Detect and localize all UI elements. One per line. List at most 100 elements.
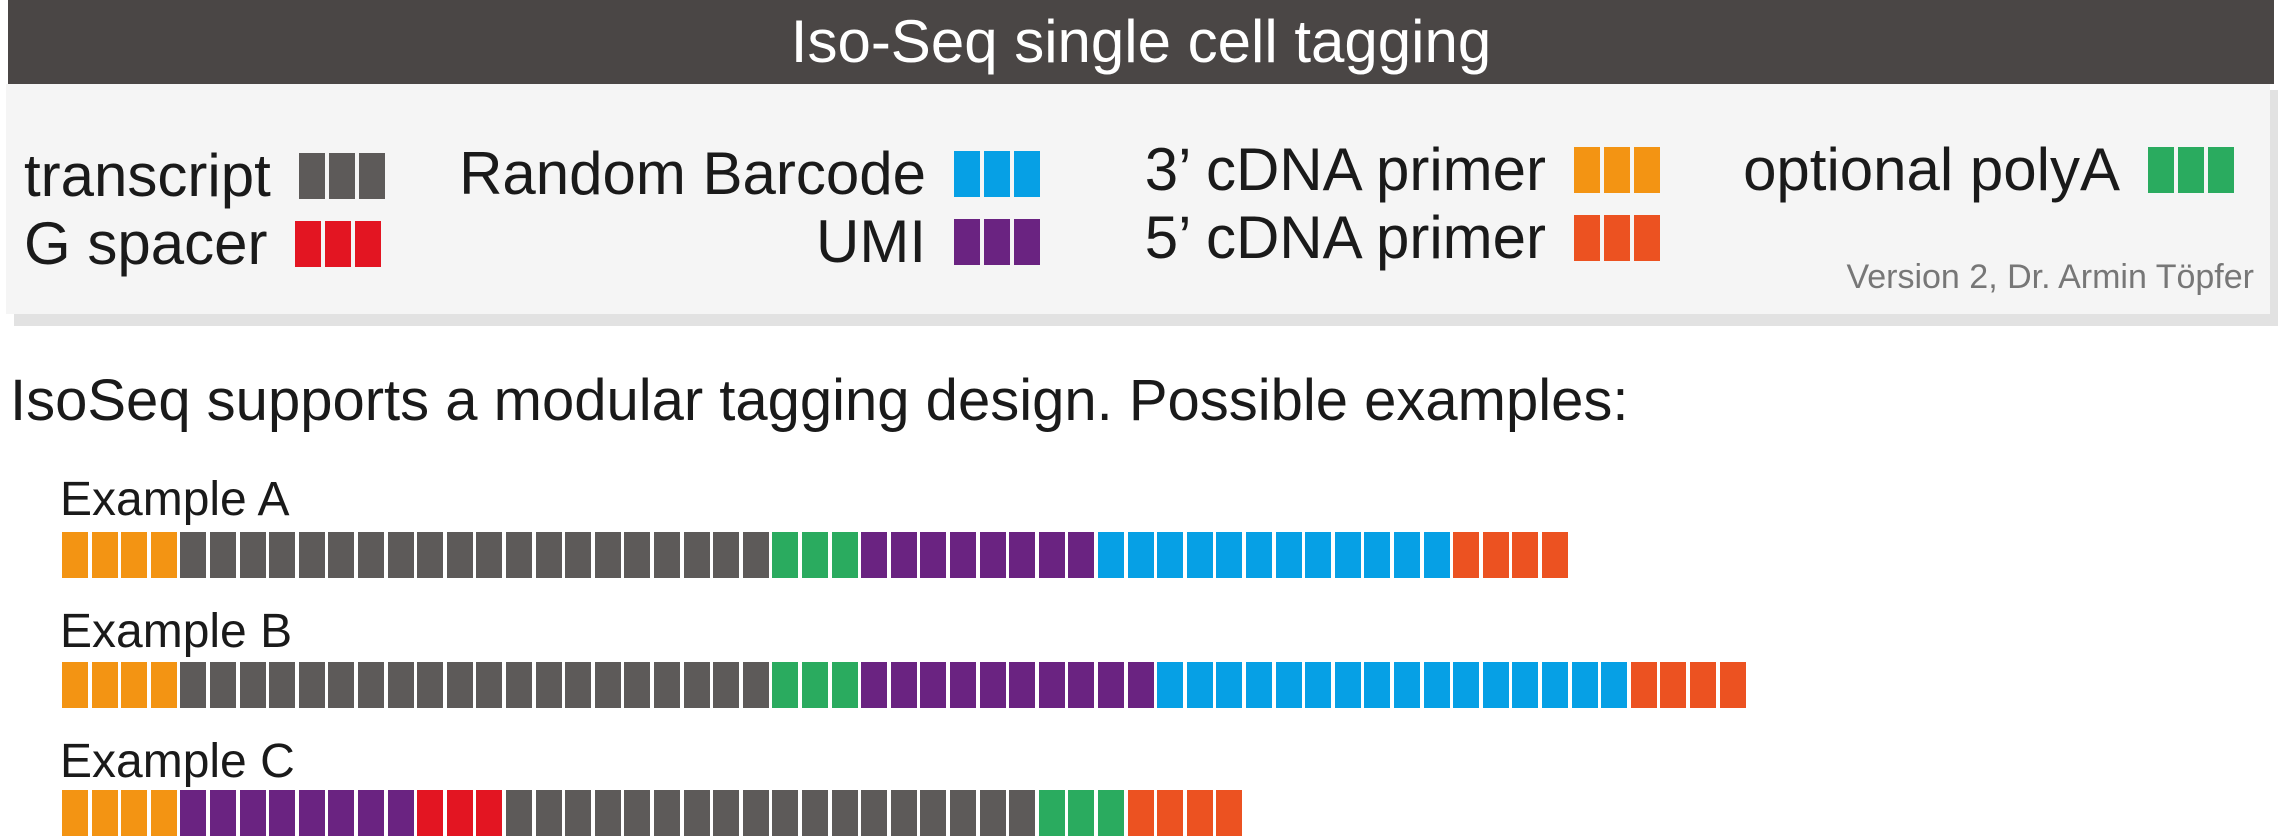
- legend-swatch-cell: [1014, 219, 1040, 265]
- segment-block-transcript: [417, 662, 444, 708]
- segment-block-transcript: [861, 790, 888, 836]
- segment-block-cdna3: [150, 662, 177, 708]
- segment-block-g-spacer: [417, 790, 444, 836]
- legend-swatch-3-cdna-primer: [1574, 147, 1660, 193]
- segment-block-transcript: [210, 662, 236, 708]
- segment-block-cdna3: [91, 662, 118, 708]
- segment-block-umi: [1068, 662, 1095, 708]
- example-a-label: Example A: [60, 473, 290, 526]
- segment-block-random-barcode: [1157, 662, 1184, 708]
- segment-block-random-barcode: [1216, 532, 1243, 578]
- segment-block-umi: [1009, 662, 1036, 708]
- segment-block-transcript: [506, 662, 532, 708]
- segment-block-transcript: [742, 532, 769, 578]
- segment-block-transcript: [713, 532, 740, 578]
- segment-block-transcript: [358, 662, 384, 708]
- segment-block-transcript: [269, 532, 296, 578]
- segment-block-transcript: [506, 790, 532, 836]
- segment-block-cdna5: [1453, 532, 1480, 578]
- segment-block-random-barcode: [1512, 662, 1539, 708]
- segment-block-umi: [979, 532, 1006, 578]
- version-note: Version 2, Dr. Armin Töpfer: [1846, 258, 2254, 296]
- legend-swatch-cell: [355, 221, 382, 267]
- segment-block-transcript: [683, 662, 710, 708]
- segment-block-polyA: [772, 532, 799, 578]
- segment-block-transcript: [594, 662, 621, 708]
- segment-block-cdna3: [62, 532, 88, 578]
- segment-block-random-barcode: [1394, 662, 1420, 708]
- segment-block-random-barcode: [1186, 662, 1213, 708]
- segment-block-random-barcode: [1394, 532, 1420, 578]
- legend-swatch-cell: [298, 153, 325, 199]
- segment-block-random-barcode: [1453, 662, 1480, 708]
- segment-block-polyA: [802, 662, 828, 708]
- segment-block-umi: [387, 790, 414, 836]
- segment-block-cdna5: [1482, 532, 1509, 578]
- legend-swatch-optional-polya: [2148, 147, 2234, 193]
- segment-block-transcript: [979, 790, 1006, 836]
- segment-block-transcript: [624, 662, 651, 708]
- segment-block-transcript: [713, 790, 740, 836]
- segment-block-transcript: [476, 662, 503, 708]
- legend-swatch-random-barcode: [954, 151, 1040, 197]
- segment-block-transcript: [654, 532, 680, 578]
- segment-block-random-barcode: [1334, 532, 1361, 578]
- legend-swatch-cell: [2178, 147, 2204, 193]
- segment-block-random-barcode: [1482, 662, 1509, 708]
- legend-swatch-g-spacer: [295, 221, 382, 267]
- segment-block-cdna3: [91, 790, 118, 836]
- segment-block-random-barcode: [1601, 662, 1628, 708]
- segment-block-random-barcode: [1364, 532, 1391, 578]
- segment-block-umi: [890, 532, 917, 578]
- segment-block-transcript: [239, 532, 266, 578]
- segment-block-polyA: [772, 662, 799, 708]
- segment-block-random-barcode: [1246, 532, 1272, 578]
- segment-block-transcript: [298, 662, 325, 708]
- segment-block-random-barcode: [1216, 662, 1243, 708]
- segment-block-umi: [861, 532, 888, 578]
- segment-block-transcript: [180, 532, 207, 578]
- legend-item-transcript: transcript: [24, 146, 385, 206]
- segment-block-transcript: [476, 532, 503, 578]
- segment-block-umi: [920, 532, 947, 578]
- segment-block-transcript: [742, 662, 769, 708]
- segment-block-cdna5: [1690, 662, 1716, 708]
- legend-label: Random Barcode: [459, 140, 926, 207]
- legend-label: transcript: [24, 142, 271, 209]
- segment-block-cdna5: [1660, 662, 1687, 708]
- segment-block-cdna3: [62, 662, 88, 708]
- legend-swatch-cell: [295, 221, 322, 267]
- legend-swatch-cell: [1604, 215, 1630, 261]
- segment-block-cdna3: [62, 790, 88, 836]
- segment-block-umi: [1127, 662, 1154, 708]
- segment-block-polyA: [831, 662, 858, 708]
- segment-block-transcript: [831, 790, 858, 836]
- example-b-track: [62, 662, 1749, 708]
- segment-block-umi: [861, 662, 888, 708]
- segment-block-transcript: [387, 662, 414, 708]
- segment-block-transcript: [1009, 790, 1036, 836]
- legend-item-umi: UMI: [300, 212, 1040, 272]
- segment-block-random-barcode: [1098, 532, 1124, 578]
- segment-block-transcript: [358, 532, 384, 578]
- segment-block-transcript: [565, 662, 592, 708]
- segment-block-umi: [1038, 532, 1065, 578]
- example-b-label: Example B: [60, 605, 293, 658]
- legend-item-optional-polya: optional polyA: [1700, 140, 2234, 200]
- segment-block-transcript: [269, 662, 296, 708]
- segment-block-umi: [890, 662, 917, 708]
- segment-block-umi: [1038, 662, 1065, 708]
- legend-swatch-umi: [954, 219, 1040, 265]
- segment-block-random-barcode: [1423, 662, 1450, 708]
- segment-block-transcript: [565, 532, 592, 578]
- legend-swatch-cell: [984, 219, 1010, 265]
- legend-swatch-transcript: [298, 153, 385, 199]
- segment-block-transcript: [950, 790, 976, 836]
- segment-block-transcript: [239, 662, 266, 708]
- segment-block-random-barcode: [1334, 662, 1361, 708]
- legend-item-3-cdna-primer: 3’ cDNA primer: [1080, 140, 1660, 200]
- segment-block-cdna3: [121, 662, 148, 708]
- segment-block-umi: [1009, 532, 1036, 578]
- legend-label: UMI: [816, 208, 926, 275]
- legend-item-5-cdna-primer: 5’ cDNA primer: [1080, 208, 1660, 268]
